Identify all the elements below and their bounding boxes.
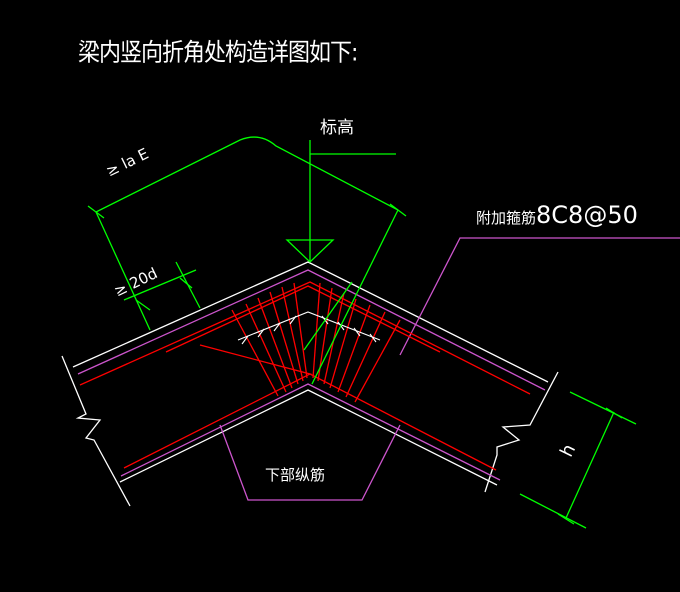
elevation-triangle: [285, 239, 335, 263]
beam-inner-top-line: [77, 269, 546, 391]
bottom-bar-leader: [219, 424, 401, 501]
bottom-bar-label: 下部纵筋: [265, 466, 326, 484]
elevation-label: 标高: [320, 118, 354, 138]
cross-ties: [237, 311, 381, 345]
drawing-title: 梁内竖向折角处构造详图如下:: [78, 39, 358, 68]
anchorage-dim-line: [95, 136, 399, 213]
leader-lines: [77, 237, 680, 501]
beam-outline: [61, 261, 559, 507]
bend-dim-line: [123, 269, 197, 301]
beam-bottom-edge: [119, 389, 498, 486]
anchorage-ext-right: [311, 209, 399, 385]
anchorage-ext-left: [95, 211, 151, 331]
dimension-lines: [87, 136, 637, 529]
height-dim-line: [565, 411, 615, 519]
top-bar-inner: [165, 285, 441, 353]
beam-inner-bottom-line: [120, 383, 501, 481]
stirrup-spec: 8C8@50: [536, 201, 638, 229]
bottom-bar-right: [309, 373, 497, 471]
beam-top-edge: [72, 261, 549, 383]
right-break-line: [484, 371, 559, 493]
left-break-line: [61, 355, 131, 507]
top-longitudinal-bar: [79, 281, 531, 395]
rebars: [79, 281, 531, 471]
stirrup-leader: [399, 237, 680, 356]
stirrup-annotation: 附加箍筋8C8@50: [476, 203, 638, 227]
stirrup-label: 附加箍筋: [476, 209, 537, 227]
